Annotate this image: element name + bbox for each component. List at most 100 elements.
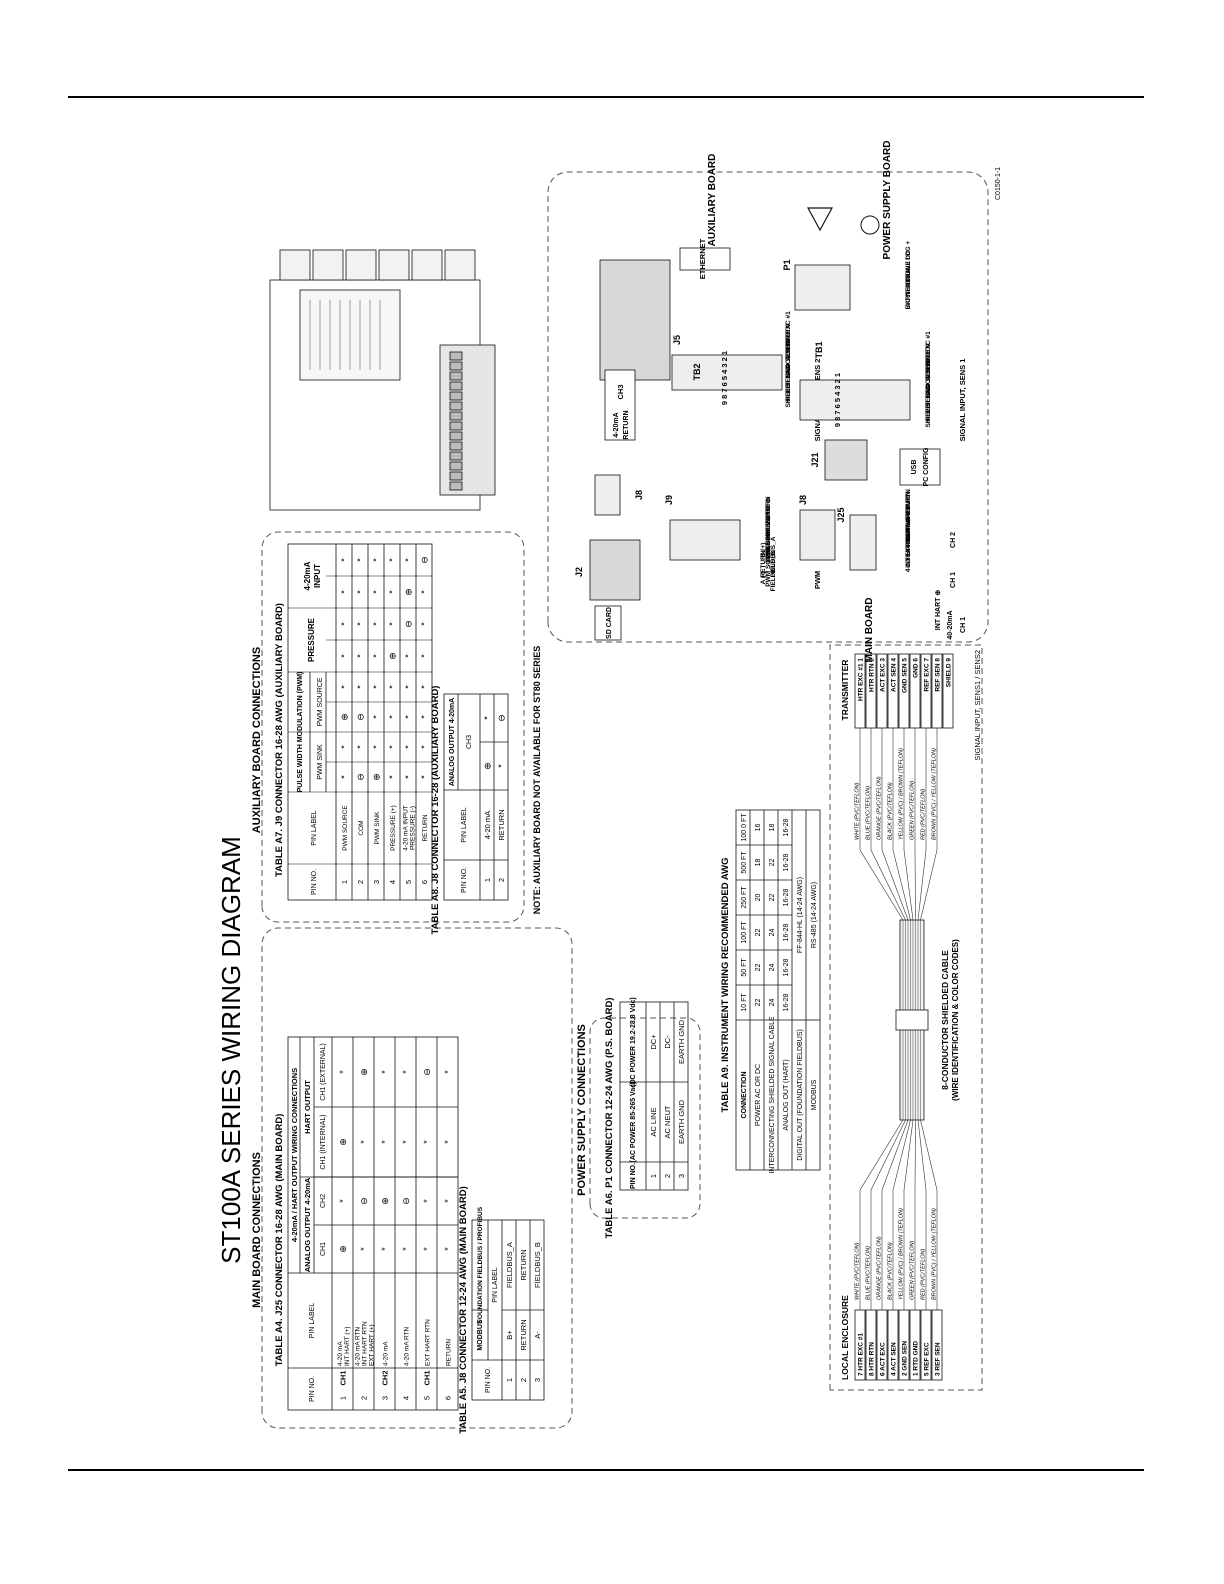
j8-main-pin-label: FIELDBUS_A (770, 536, 777, 577)
wire-color-left: YELLOW (PVC) / BROWN (TEFLON) (899, 1208, 905, 1300)
housing-fin (411, 249, 443, 281)
cell-value: 1 (649, 1174, 658, 1178)
cell-value: * (340, 558, 350, 562)
cell-value: EARTH GND (677, 1019, 686, 1064)
j25-ch2-label: CH 2 (950, 532, 957, 548)
pin-label: 4-20 mA (383, 1341, 390, 1366)
wire-color-left: WHITE (PVC/TEFLON) (855, 1242, 861, 1300)
analog-header: ANALOG OUTPUT 4-20mA (303, 1177, 312, 1272)
cell-value: ⊕ (404, 588, 414, 596)
j25-pin-label: EXT HART ⊕ (905, 517, 912, 557)
cell-value: 16-28 (783, 958, 790, 976)
tb1-pin-label: ACT SEN (925, 360, 932, 389)
cell-value: 22 (769, 894, 776, 902)
cell-value: * (340, 775, 350, 779)
cell-value: * (404, 654, 414, 658)
wire-color-left: RED (PVC/TEFLON) (921, 1248, 927, 1300)
table-a6-frame (619, 1001, 689, 1191)
cable-title: 8-CONDUCTOR SHIELDED CABLE (940, 950, 950, 1090)
j25-4020: 40-20mA (947, 610, 954, 639)
cell-value: * (388, 558, 398, 562)
pin-label: 4-20 mA RTN (404, 1326, 411, 1366)
tb1-label: TB1 (814, 341, 824, 358)
boards-box (547, 171, 989, 643)
cell-value: * (388, 745, 398, 749)
wire-left (917, 1119, 927, 1310)
wire-left (870, 1119, 906, 1310)
cell-value: ⊕ (372, 773, 382, 781)
wire-left (881, 1119, 909, 1310)
terminal-pin (449, 371, 463, 381)
span-value: RS-485 (14-24 AWG) (811, 882, 818, 948)
j25-ch1-label: CH 1 (950, 572, 957, 588)
cell-value: * (388, 775, 398, 779)
cell-value: * (420, 685, 430, 689)
j25-label: J25 (836, 507, 846, 522)
top-rule (68, 96, 1144, 98)
column-header: 10 FT (741, 993, 748, 1012)
wire-color-right: GREEN (PVC/TEFLON) (910, 781, 916, 840)
cell-value: * (340, 745, 350, 749)
column-header: PIN LABEL (461, 807, 468, 843)
pin-label: 4-20 mA RTNINT HART RTNEXT HART (+) (355, 1321, 376, 1366)
wire-right (870, 728, 906, 921)
wire-color-left: GREEN (PVC/TEFLON) (910, 1241, 916, 1300)
transmitter-terminal-label: ACT EXC 3 (880, 658, 887, 692)
cell-value: ⊖ (497, 714, 507, 722)
cell-value: * (380, 1070, 390, 1074)
table-a4-frame (287, 1036, 459, 1411)
wire-right (903, 728, 914, 921)
table-a5-title: TABLE A5. J8 CONNECTOR 12-24 AWG (MAIN B… (458, 1186, 469, 1434)
tb2-pin-label: HTR EXC #1 (785, 311, 792, 349)
j9-pin-label: PRESSURE ⊖ (765, 497, 772, 541)
tb1-pin-label: SHIELD (925, 403, 932, 427)
pin-number: 1 (483, 878, 492, 882)
wire-right (892, 728, 911, 921)
pin-number: 3 (372, 880, 381, 884)
j9-pin-label: PRESSURE ⊕ (765, 515, 772, 559)
cell-value: ⊕ (338, 1245, 348, 1253)
terminal-pin (449, 391, 463, 401)
cell-value: * (338, 1199, 348, 1203)
ch3-label: CH3 (616, 384, 625, 399)
wire-color-left: BLUE (PVC/TEFLON) (866, 1246, 872, 1300)
pwm-label: PWM (813, 571, 822, 589)
cell-value: ⊖ (356, 773, 366, 781)
cell-value: * (372, 558, 382, 562)
cell-value: * (380, 1247, 390, 1251)
housing-fin (345, 249, 377, 281)
cell-value: * (443, 1070, 453, 1074)
j25-pin-label: 4-20mA RTN (905, 533, 912, 572)
column-header: CH1 (320, 1242, 327, 1256)
wire-color-left: ORANGE (PVC/TEFLON) (877, 1236, 883, 1300)
sd-card-label: SD CARD (606, 607, 613, 639)
wire-right (917, 728, 927, 921)
pin-number: 1 (505, 1378, 514, 1382)
wire-right (881, 728, 909, 921)
cell-value: * (404, 775, 414, 779)
cell-value: 18 (755, 859, 762, 867)
transmitter-terminal (942, 653, 954, 729)
column-header: CH2 (320, 1194, 327, 1208)
cell-value: 24 (769, 929, 776, 937)
wire-color-left: BROWN (PVC) / YELLOW (TEFLON) (932, 1208, 938, 1300)
cell-value: * (422, 1140, 432, 1144)
cell-value: * (372, 590, 382, 594)
column-header: FOUNDATION FIELDBUS / PROFIBUS (477, 1206, 484, 1323)
cell-value: * (420, 590, 430, 594)
column-header: 100 FT (741, 921, 748, 944)
cell-value: * (443, 1247, 453, 1251)
cell-value: 16-28 (783, 853, 790, 871)
wire-left (920, 1119, 938, 1310)
tb2-pin-label: REF EXC (785, 365, 792, 393)
j21-usb (824, 439, 868, 481)
column-header: (AC POWER 85-265 Vac) (630, 1082, 637, 1163)
aux-note: NOTE: AUXILIARY BOARD NOT AVAILABLE FOR … (532, 646, 542, 915)
cell-value: ⊕ (340, 713, 350, 721)
pin-number: 2 (497, 878, 506, 882)
cell-value: * (372, 745, 382, 749)
main-board-box (261, 927, 573, 1429)
cell-value: * (359, 1140, 369, 1144)
housing-fin (378, 249, 410, 281)
terminal-pin (449, 401, 463, 411)
